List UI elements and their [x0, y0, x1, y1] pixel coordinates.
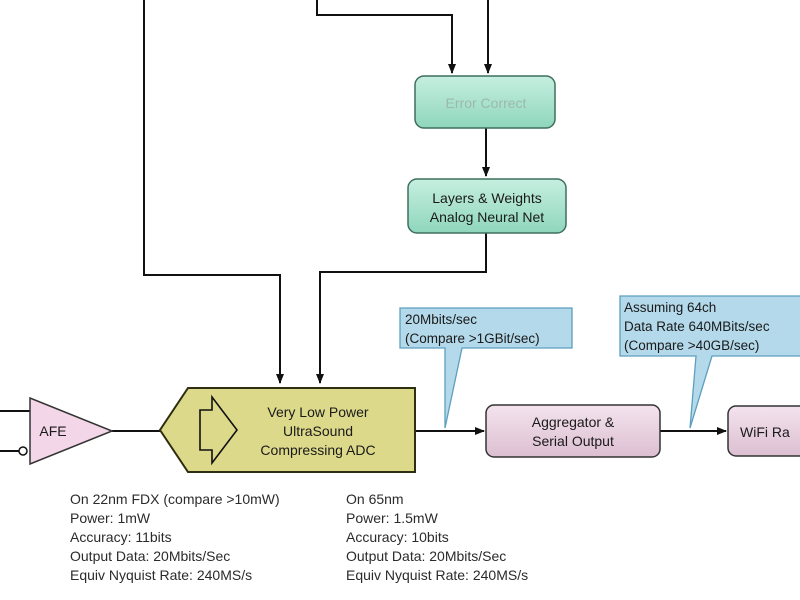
specs-65nm-line5: Equiv Nyquist Rate: 240MS/s	[346, 567, 529, 583]
neural-net-label-line2: Analog Neural Net	[430, 209, 545, 225]
adc-label-line3: Compressing ADC	[260, 442, 375, 458]
afe-label: AFE	[39, 423, 66, 439]
aggregate-rate-callout-line3: (Compare >40GB/sec)	[624, 338, 759, 353]
data-rate-callout: 20Mbits/sec (Compare >1GBit/sec)	[399, 307, 573, 429]
specs-65nm: On 65nm Power: 1.5mW Accuracy: 10bits Ou…	[346, 490, 528, 585]
right-arrow-icon	[199, 394, 239, 466]
specs-22nm-line2: Power: 1mW	[70, 510, 151, 526]
aggregate-rate-callout-line1: Assuming 64ch	[624, 300, 716, 315]
specs-22nm-line3: Accuracy: 11bits	[70, 529, 172, 545]
specs-65nm-line4: Output Data: 20Mbits/Sec	[346, 548, 507, 564]
specs-65nm-line1: On 65nm	[346, 491, 404, 507]
error-correct-label: Error Correct	[446, 95, 527, 111]
connectors	[0, 0, 727, 452]
specs-22nm-line4: Output Data: 20Mbits/Sec	[70, 548, 231, 564]
connector-bus-to-error-correct	[316, 0, 456, 74]
error-correct-block: Error Correct	[414, 75, 556, 129]
adc-label-line1: Very Low Power	[267, 404, 368, 420]
specs-65nm-line3: Accuracy: 10bits	[346, 529, 449, 545]
wifi-block: WiFi Ra	[727, 405, 800, 457]
specs-22nm-line1: On 22nm FDX (compare >10mW)	[70, 491, 280, 507]
adc-block: Very Low Power UltraSound Compressing AD…	[158, 387, 416, 473]
wifi-label: WiFi Ra	[740, 424, 790, 440]
specs-22nm-line5: Equiv Nyquist Rate: 240MS/s	[70, 567, 253, 583]
aggregator-label-line1: Aggregator &	[532, 414, 615, 430]
aggregator-block: Aggregator & Serial Output	[485, 404, 661, 458]
specs-22nm-fdx: On 22nm FDX (compare >10mW) Power: 1mW A…	[70, 490, 280, 585]
connector-neural-to-adc	[316, 233, 487, 384]
neural-net-block: Layers & Weights Analog Neural Net	[407, 178, 567, 234]
adc-label-line2: UltraSound	[283, 423, 353, 439]
afe-block: AFE	[29, 396, 115, 466]
neural-net-label-line1: Layers & Weights	[432, 190, 541, 206]
specs-65nm-line2: Power: 1.5mW	[346, 510, 438, 526]
data-rate-callout-line1: 20Mbits/sec	[405, 312, 477, 327]
connector-top-left-to-adc	[143, 0, 284, 384]
data-rate-callout-line2: (Compare >1GBit/sec)	[405, 331, 540, 346]
input-terminal-icon	[18, 446, 28, 456]
aggregator-label-line2: Serial Output	[532, 433, 614, 449]
aggregate-rate-callout: Assuming 64ch Data Rate 640MBits/sec (Co…	[619, 295, 800, 429]
aggregate-rate-callout-line2: Data Rate 640MBits/sec	[624, 319, 770, 334]
